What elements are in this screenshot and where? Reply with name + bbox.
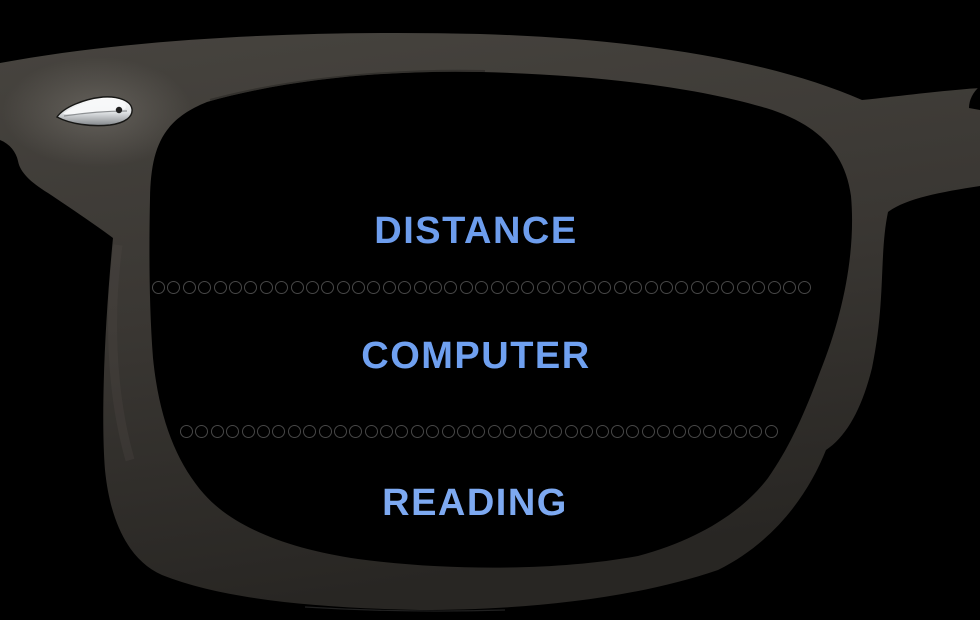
divider-dot <box>413 280 427 294</box>
divider-dot <box>736 280 750 294</box>
divider-dot <box>798 280 812 294</box>
divider-dot <box>349 424 363 438</box>
divider-dot <box>290 280 304 294</box>
divider-dot <box>395 424 409 438</box>
divider-dot <box>582 280 596 294</box>
divider-dot <box>521 280 535 294</box>
divider-dot <box>641 424 655 438</box>
divider-dot <box>580 424 594 438</box>
divider-dot <box>659 280 673 294</box>
divider-dot <box>398 280 412 294</box>
divider-dot <box>303 424 317 438</box>
divider-dot <box>503 424 517 438</box>
divider-distance-computer <box>152 280 814 294</box>
divider-dot <box>256 424 270 438</box>
divider-dot <box>552 280 566 294</box>
zone-label-distance: DISTANCE <box>374 210 578 252</box>
divider-dot <box>152 280 165 294</box>
divider-dot <box>598 280 612 294</box>
divider-dot <box>703 424 717 438</box>
divider-dot <box>272 424 286 438</box>
divider-dot <box>352 280 366 294</box>
divider-dot <box>675 280 689 294</box>
divider-dot <box>472 424 486 438</box>
divider-dot <box>195 424 209 438</box>
divider-dot <box>721 280 735 294</box>
divider-dot <box>459 280 473 294</box>
divider-dot <box>475 280 489 294</box>
divider-dot <box>690 280 704 294</box>
divider-dot <box>672 424 686 438</box>
divider-dot <box>380 424 394 438</box>
divider-dot <box>275 280 289 294</box>
divider-computer-reading <box>180 424 780 438</box>
divider-dot <box>487 424 501 438</box>
divider-dot <box>367 280 381 294</box>
divider-dot <box>629 280 643 294</box>
divider-dot <box>536 280 550 294</box>
divider-dot <box>305 280 319 294</box>
divider-dot <box>752 280 766 294</box>
divider-dot <box>226 424 240 438</box>
divider-dot <box>644 280 658 294</box>
divider-dot <box>626 424 640 438</box>
divider-dot <box>706 280 720 294</box>
divider-dot <box>457 424 471 438</box>
divider-dot <box>441 424 455 438</box>
divider-dot <box>549 424 563 438</box>
divider-dot <box>382 280 396 294</box>
divider-dot <box>198 280 212 294</box>
divider-dot <box>734 424 748 438</box>
zone-label-computer: COMPUTER <box>361 335 591 377</box>
divider-dot <box>657 424 671 438</box>
divider-dot <box>426 424 440 438</box>
divider-dot <box>318 424 332 438</box>
divider-dot <box>613 280 627 294</box>
divider-dot <box>244 280 258 294</box>
divider-dot <box>783 280 797 294</box>
divider-dot <box>749 424 763 438</box>
divider-dot <box>610 424 624 438</box>
divider-dot <box>505 280 519 294</box>
divider-dot <box>182 280 196 294</box>
divider-dot <box>567 280 581 294</box>
divider-dot <box>241 424 255 438</box>
divider-dot <box>336 280 350 294</box>
divider-dot <box>287 424 301 438</box>
hinge-rivet <box>55 96 133 127</box>
divider-dot <box>595 424 609 438</box>
divider-dot <box>718 424 732 438</box>
divider-dot <box>767 280 781 294</box>
divider-dot <box>687 424 701 438</box>
divider-dot <box>364 424 378 438</box>
divider-dot <box>167 280 181 294</box>
divider-dot <box>228 280 242 294</box>
divider-dot <box>210 424 224 438</box>
divider-dot <box>564 424 578 438</box>
divider-dot <box>490 280 504 294</box>
divider-dot <box>410 424 424 438</box>
divider-dot <box>180 424 193 438</box>
divider-dot <box>764 424 778 438</box>
divider-dot <box>321 280 335 294</box>
divider-dot <box>213 280 227 294</box>
right-lens-notch <box>969 86 980 110</box>
divider-dot <box>429 280 443 294</box>
divider-dot <box>444 280 458 294</box>
divider-dot <box>518 424 532 438</box>
divider-dot <box>259 280 273 294</box>
divider-dot <box>333 424 347 438</box>
divider-dot <box>533 424 547 438</box>
zone-label-reading: READING <box>382 482 568 524</box>
frame-reflection <box>304 606 506 612</box>
